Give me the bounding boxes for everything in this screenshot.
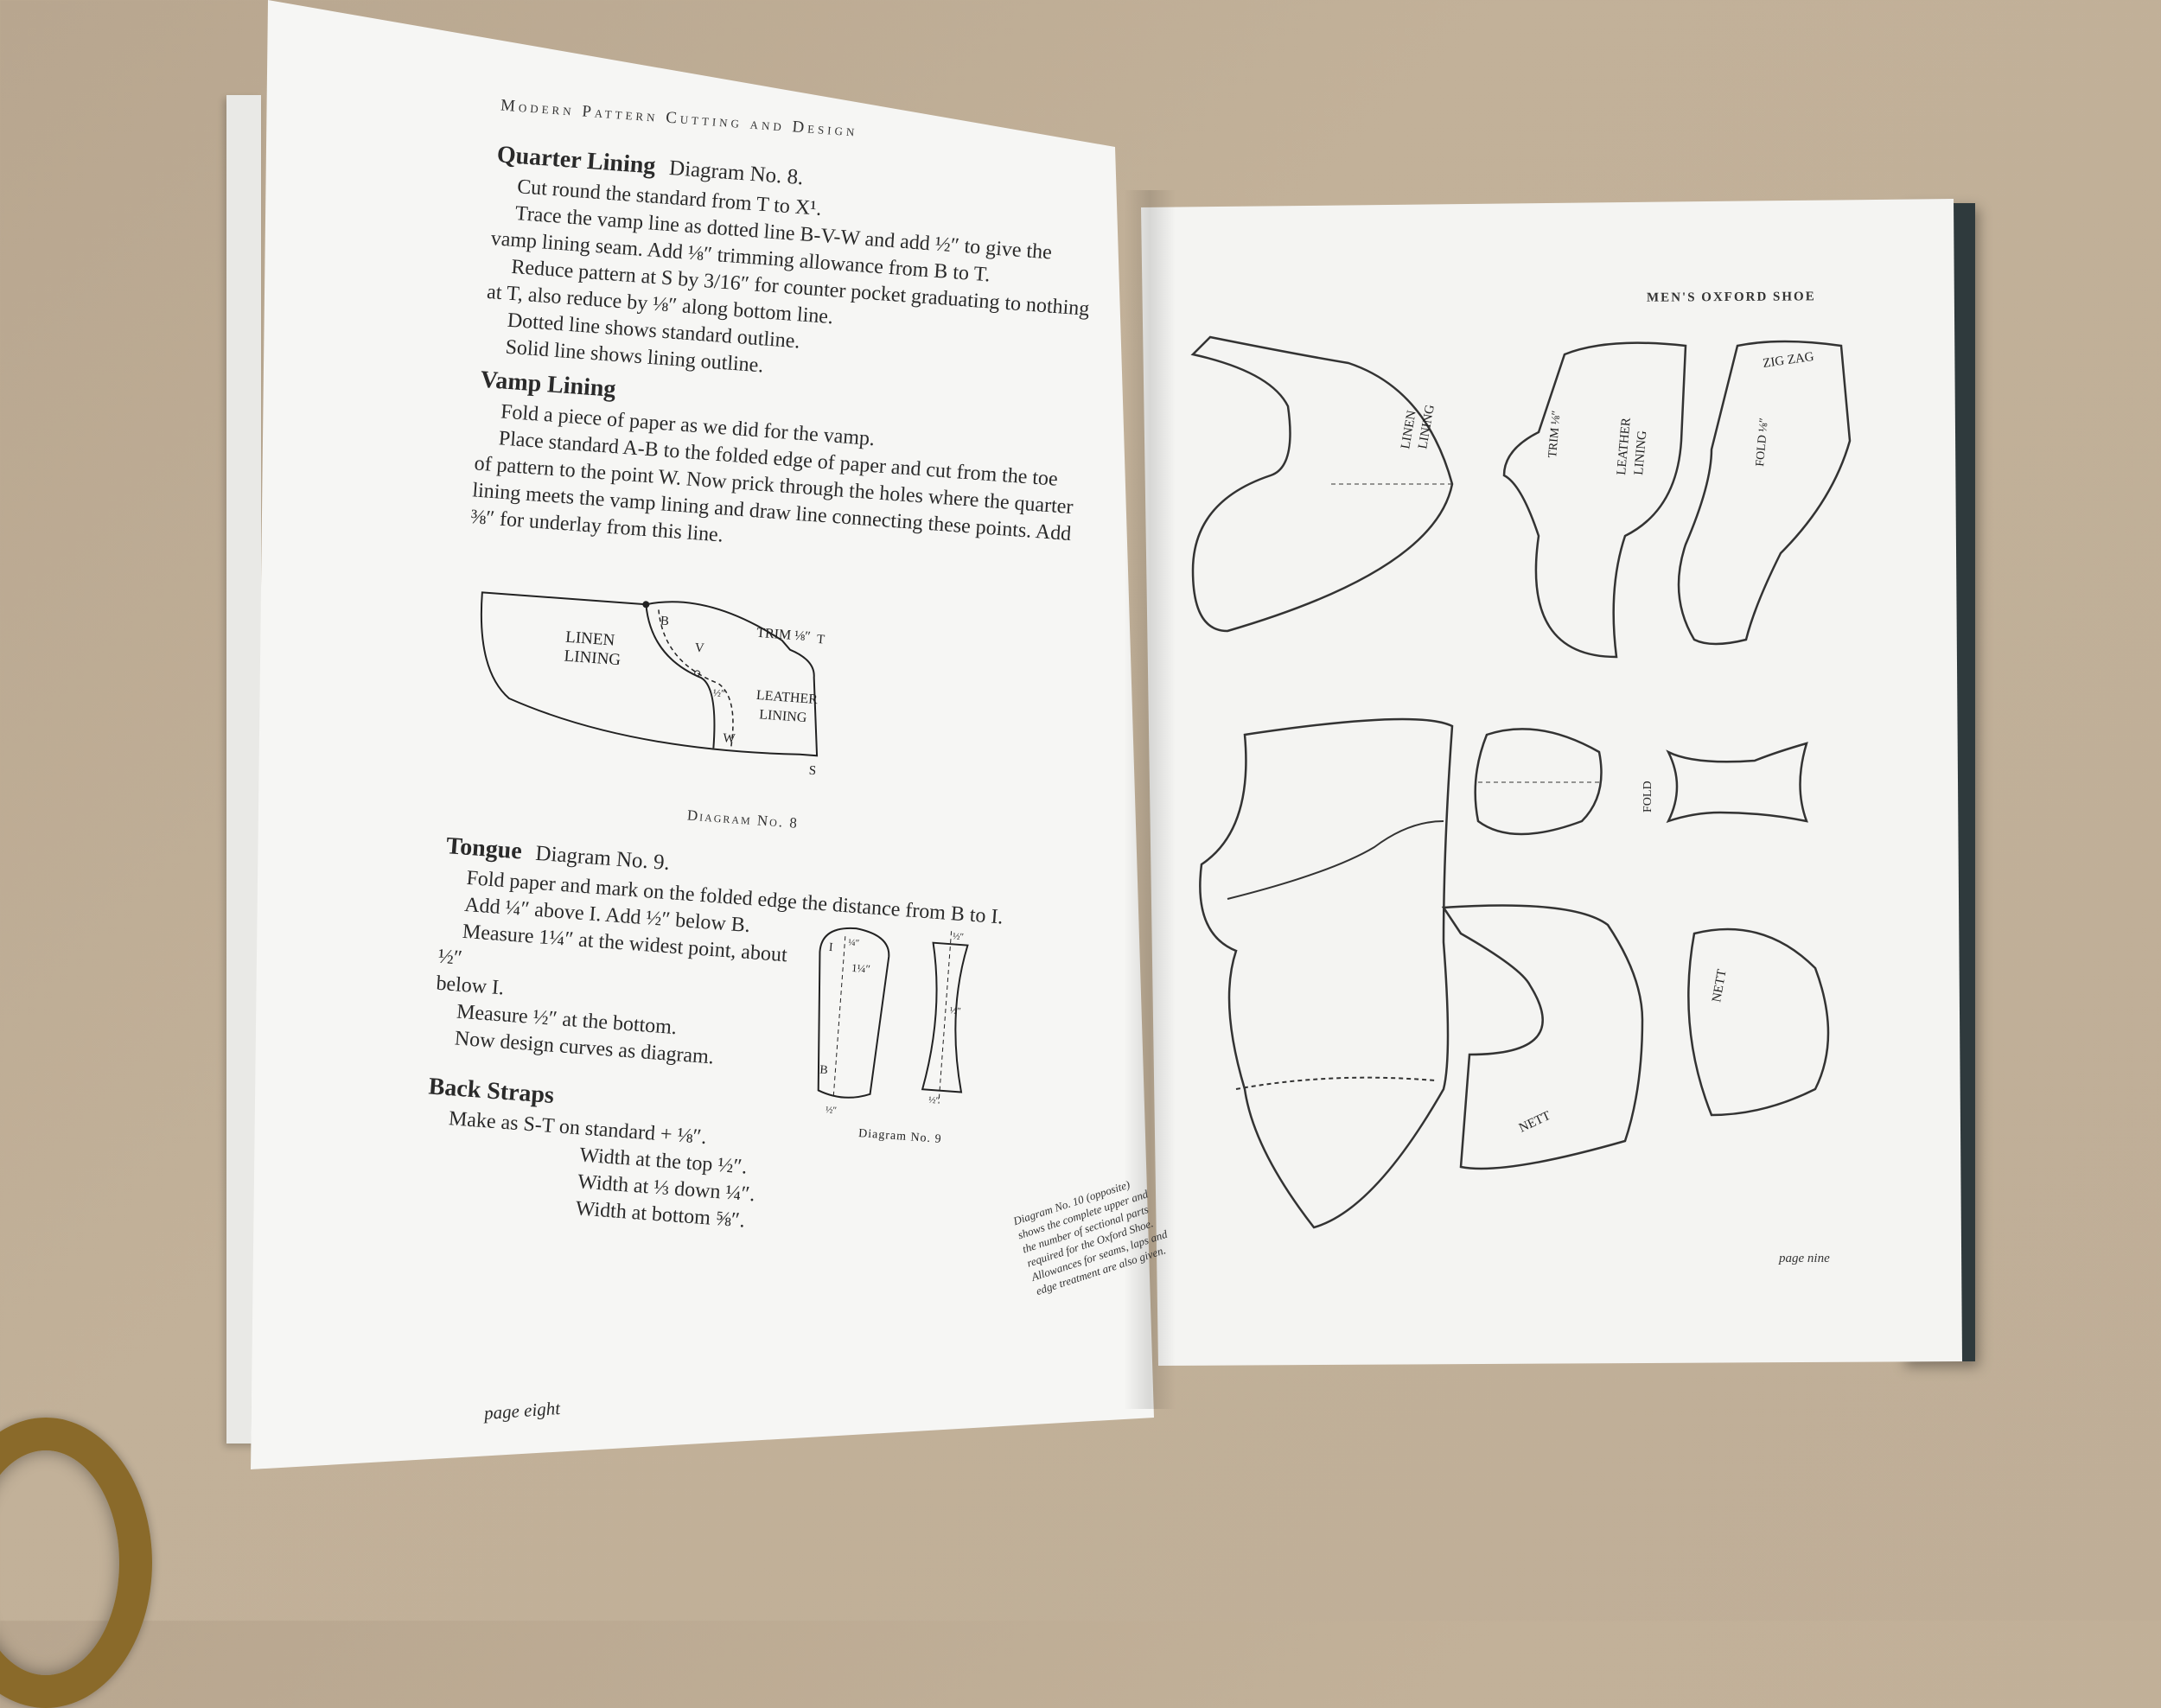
diagram-9-tongue [817, 927, 890, 1099]
diagram-8-label-half: ½″ [713, 686, 726, 699]
diagram-9-fold-line [832, 936, 846, 1096]
page-number-right: page nine [1779, 1252, 1830, 1265]
diagram-8-label-w: W [723, 731, 736, 746]
label-linen: LINEN [1399, 409, 1419, 449]
tongue-text: Fold paper and mark on the folded edge t… [414, 863, 1004, 1077]
diagram-8-trim: TRIM ⅛″ [756, 626, 812, 645]
diagram-9-strap-centre [938, 931, 953, 1104]
left-page-content: Modern Pattern Cutting and Design Quarte… [402, 95, 1105, 1255]
tongue-piece [1474, 728, 1603, 836]
left-page [251, 0, 1154, 1469]
quarter-nett-piece [1441, 904, 1644, 1170]
diagram-9-label-half-top: ½″ [953, 931, 965, 942]
diagram-8-label-s: S [808, 764, 816, 779]
leather-lining-piece [1502, 341, 1687, 659]
diagram-9-label-i: I [828, 941, 833, 954]
label-fold-a: FOLD ⅛″ [1754, 417, 1771, 468]
diagram-9-label-quarter: ¼″ [848, 938, 860, 949]
diagram-8-linen-lining: LINING [564, 647, 622, 670]
diagram-8-label-v: V [694, 641, 704, 656]
quarter-zigzag-piece [1677, 340, 1852, 646]
diagram-9: I B 1¼″ ¼″ ½″ ½″ ½″ ½″ Diagram No. 9 [817, 927, 969, 1146]
label-linen-lining: LINING [1416, 404, 1437, 450]
diagram-8-dotted-vamp [658, 609, 734, 750]
diagram-8-point-v [694, 670, 701, 677]
linen-lining-piece [1190, 335, 1454, 633]
upper-toe-cap-line [1235, 1076, 1436, 1090]
back-strap-piece [1666, 742, 1808, 824]
diagram-9-caption: Diagram No. 9 [858, 1127, 942, 1146]
running-head-right: MEN'S OXFORD SHOE [1646, 290, 1816, 305]
diagram-8-linen: LINEN [565, 628, 616, 650]
tongue-block: Fold paper and mark on the folded edge t… [414, 863, 1049, 1146]
diagram-8-label-b: B [660, 615, 669, 629]
label-zig-zag: ZIG ZAG [1762, 350, 1814, 371]
diagram-8-label-t: T [816, 633, 825, 647]
diagram-9-label-half-b: ½″ [826, 1105, 838, 1116]
label-fold-b: FOLD [1641, 781, 1654, 813]
label-nett-2: NETT [1710, 968, 1729, 1004]
diagram-8: LINEN LINING LEATHER LINING TRIM ⅛″ B V … [480, 591, 826, 779]
label-nett-1: NETT [1517, 1109, 1552, 1136]
tongue-title: Tongue [445, 832, 523, 865]
diagram-8-point-b [642, 601, 650, 609]
diagram-9-back-strap [921, 941, 969, 1093]
tongue-ref: Diagram No. 9. [534, 841, 671, 876]
quarter-lining-ref: Diagram No. 8. [668, 156, 805, 190]
book-gutter [1124, 190, 1176, 1409]
diagram-10: LINEN LINING TRIM ⅛″ LEATHER LINING ZIG … [1190, 335, 1852, 1229]
diagram-8-outline [480, 591, 819, 757]
counter-nett-piece [1687, 927, 1830, 1117]
diagram-9-label-width: 1¼″ [851, 961, 871, 976]
diagram-9-label-half-mid: ½″ [949, 1005, 961, 1017]
diagram-8-leather: LEATHER [755, 688, 818, 707]
label-leather: LEATHER [1615, 417, 1634, 476]
upper-seam-line [1227, 820, 1444, 900]
upper-piece [1199, 717, 1454, 1229]
label-leather-lining: LINING [1632, 430, 1649, 475]
diagram-8-vamp-seam [645, 604, 716, 749]
diagram-9-label-b: B [819, 1063, 828, 1077]
diagram-9-label-half-bottom: ½″ [928, 1095, 940, 1106]
label-trim: TRIM ⅛″ [1546, 410, 1564, 458]
diagram-8-leather-lining: LINING [759, 707, 808, 725]
